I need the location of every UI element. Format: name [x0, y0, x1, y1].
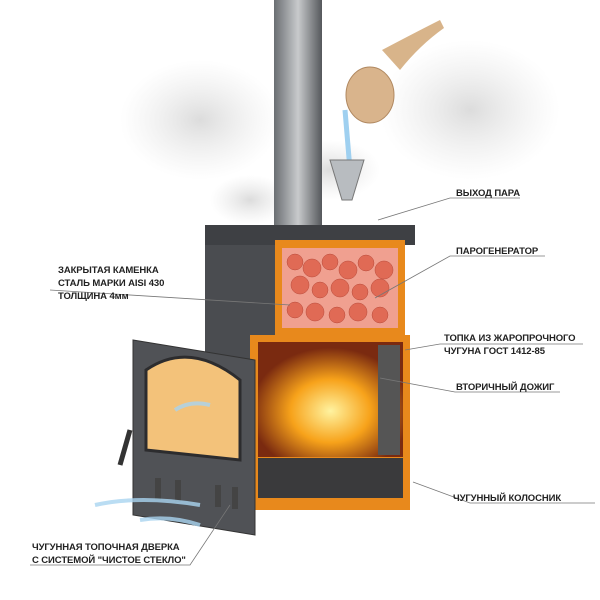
- label-afterburn: ВТОРИЧНЫЙ ДОЖИГ: [456, 382, 555, 393]
- door-handle: [117, 429, 133, 466]
- grate: [258, 458, 403, 498]
- stones: [286, 253, 394, 324]
- label-firebox-line2: ЧУГУНА ГОСТ 1412-85: [444, 346, 545, 357]
- label-stone-line1: ЗАКРЫТАЯ КАМЕНКА: [58, 265, 159, 276]
- label-steam-generator: ПАРОГЕНЕРАТОР: [456, 246, 539, 257]
- leader-lines: [30, 197, 595, 566]
- label-stone-line3: ТОЛЩИНА 4мм: [58, 291, 129, 302]
- label-door-line2: С СИСТЕМОЙ "ЧИСТОЕ СТЕКЛО": [32, 555, 186, 566]
- label-steam-outlet: ВЫХОД ПАРА: [456, 188, 520, 199]
- chimney-pipe: [274, 0, 322, 240]
- water-funnel: [329, 159, 365, 201]
- label-firebox-line1: ТОПКА ИЗ ЖАРОПРОЧНОГО: [444, 333, 576, 344]
- afterburn-channel: [378, 345, 400, 455]
- door-vents: [155, 478, 238, 509]
- ladle-icon: [342, 20, 444, 171]
- label-door-line1: ЧУГУННАЯ ТОПОЧНАЯ ДВЕРКА: [32, 542, 180, 553]
- label-grate: ЧУГУННЫЙ КОЛОСНИК: [453, 493, 562, 504]
- label-stone-line2: СТАЛЬ МАРКИ AISI 430: [58, 278, 165, 289]
- airflow-arrows: [94, 401, 211, 527]
